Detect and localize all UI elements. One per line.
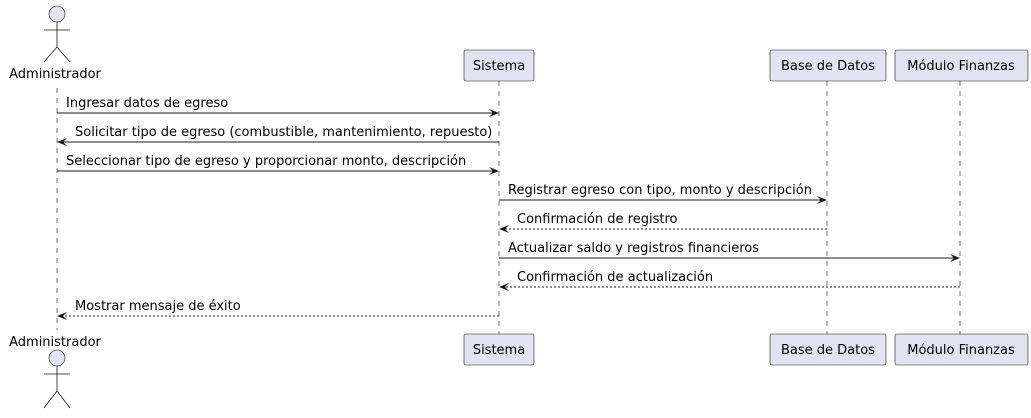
arrowhead-icon <box>817 196 827 204</box>
participant-bottom-base-de-datos: Base de Datos <box>769 333 887 366</box>
participant-label: Base de Datos <box>781 343 875 358</box>
message-label: Solicitar tipo de egreso (combustible, m… <box>75 125 492 140</box>
message: Confirmación de registro <box>499 212 827 233</box>
participant-top-base-de-datos: Base de Datos <box>769 49 887 82</box>
message: Actualizar saldo y registros financieros <box>499 241 960 262</box>
message: Mostrar mensaje de éxito <box>57 299 499 320</box>
participant-label: Base de Datos <box>781 59 875 74</box>
message: Solicitar tipo de egreso (combustible, m… <box>57 125 499 146</box>
arrowhead-icon <box>57 312 67 320</box>
actor-bottom-administrador: Administrador <box>9 335 102 409</box>
message: Confirmación de actualización <box>499 270 960 291</box>
participant-bottom-modulo-finanzas: Módulo Finanzas <box>894 333 1029 366</box>
actor-top-administrador: Administrador <box>9 5 102 82</box>
arrowhead-icon <box>489 167 499 175</box>
arrowhead-icon <box>499 283 509 291</box>
message-label: Registrar egreso con tipo, monto y descr… <box>508 183 812 198</box>
actor-label: Administrador <box>9 335 101 350</box>
message-label: Ingresar datos de egreso <box>66 96 228 111</box>
actor-label: Administrador <box>9 67 101 82</box>
message-label: Confirmación de registro <box>517 212 678 227</box>
participant-label: Módulo Finanzas <box>907 343 1015 358</box>
actor-figure-icon <box>43 5 71 63</box>
participant-bottom-sistema: Sistema <box>463 333 535 366</box>
message: Ingresar datos de egreso <box>57 96 499 117</box>
message-label: Seleccionar tipo de egreso y proporciona… <box>66 154 466 169</box>
actor-figure-icon <box>43 349 71 409</box>
participant-label: Módulo Finanzas <box>907 59 1015 74</box>
participant-label: Sistema <box>473 343 525 358</box>
arrowhead-icon <box>489 109 499 117</box>
arrowhead-icon <box>499 225 509 233</box>
message: Registrar egreso con tipo, monto y descr… <box>499 183 827 204</box>
participant-top-modulo-finanzas: Módulo Finanzas <box>894 49 1029 82</box>
arrowhead-icon <box>950 254 960 262</box>
message: Seleccionar tipo de egreso y proporciona… <box>57 154 499 175</box>
message-label: Mostrar mensaje de éxito <box>75 299 241 314</box>
participant-label: Sistema <box>473 59 525 74</box>
arrowhead-icon <box>57 138 67 146</box>
message-label: Confirmación de actualización <box>517 270 713 285</box>
message-label: Actualizar saldo y registros financieros <box>508 241 759 256</box>
participant-top-sistema: Sistema <box>463 49 535 82</box>
